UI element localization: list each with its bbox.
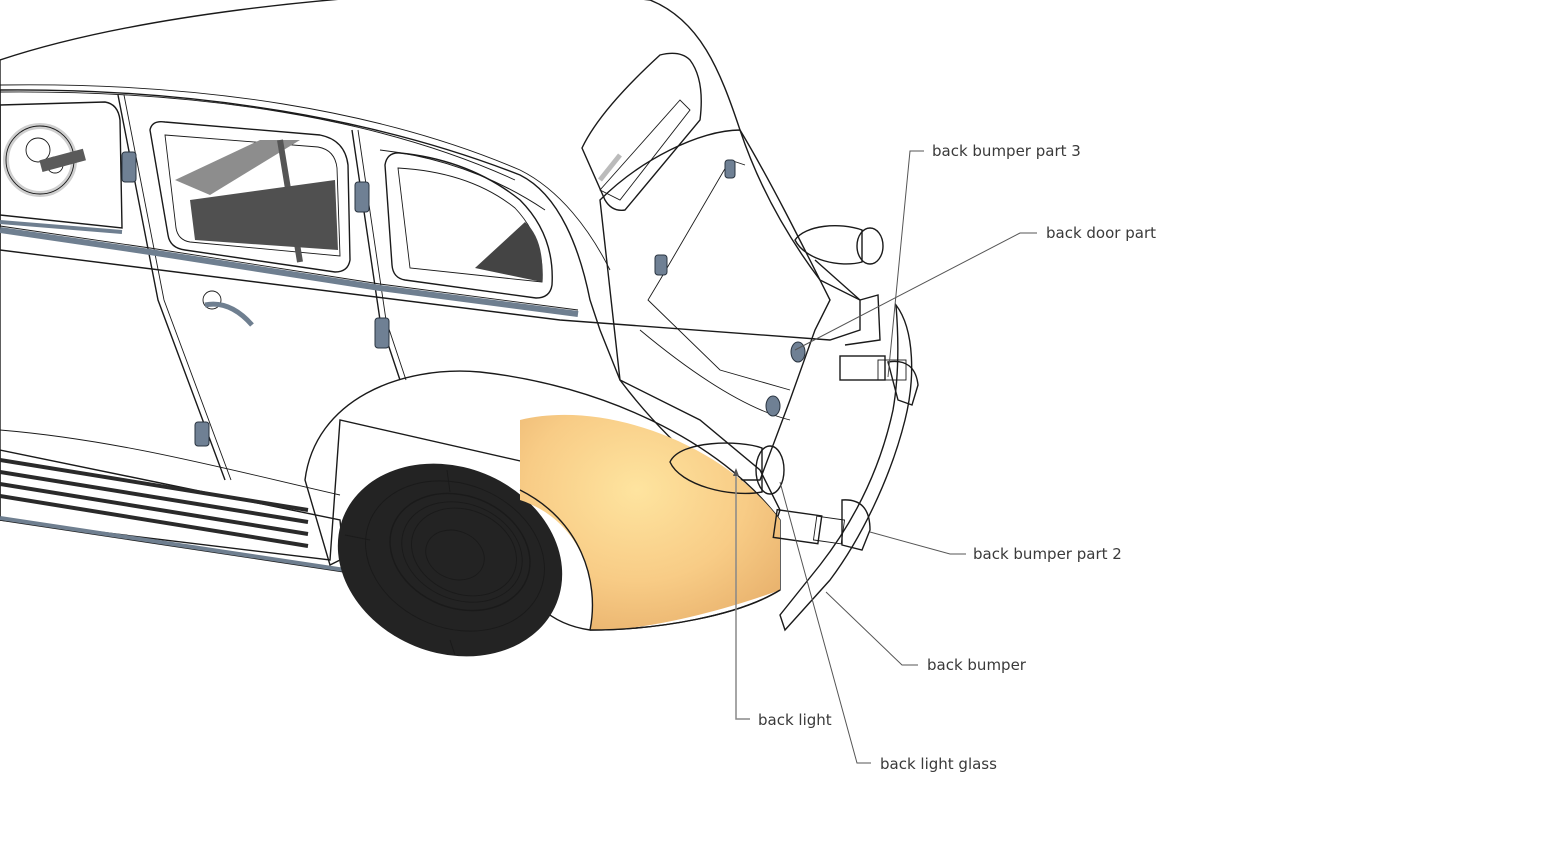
lower-taillight bbox=[669, 442, 785, 495]
car-side-body bbox=[0, 89, 781, 561]
whitewall bbox=[365, 480, 545, 632]
front-window bbox=[0, 101, 123, 234]
hinge-icon bbox=[374, 317, 390, 349]
bumper-clamp-lower bbox=[841, 499, 871, 551]
trunk-latches bbox=[654, 159, 806, 417]
leader-back-door-part bbox=[794, 232, 1037, 351]
latch-icon bbox=[790, 341, 806, 363]
car-roof bbox=[0, 0, 861, 341]
door-hinges bbox=[121, 151, 390, 447]
back-bumper-bar bbox=[779, 302, 919, 632]
upper-taillight bbox=[794, 225, 884, 346]
lens bbox=[755, 445, 785, 495]
callout-back-bumper: back bumper bbox=[927, 656, 1026, 674]
leader-back-bumper bbox=[825, 591, 918, 666]
bumper-clamp-upper bbox=[887, 360, 919, 406]
leader-back-bumper-part-2 bbox=[869, 531, 966, 555]
hubcap bbox=[389, 492, 531, 612]
callout-back-door-part: back door part bbox=[1046, 224, 1156, 242]
callout-back-bumper-part-3: back bumper part 3 bbox=[932, 142, 1081, 160]
quarter-window bbox=[379, 149, 553, 299]
latch-icon bbox=[724, 159, 736, 179]
leader-back-bumper-part-3 bbox=[887, 150, 924, 378]
bumper-mounts bbox=[772, 355, 907, 545]
lens bbox=[856, 227, 884, 265]
running-board bbox=[0, 449, 346, 573]
latch-icon bbox=[765, 395, 781, 417]
leader-lines bbox=[733, 150, 1037, 764]
hinge-icon bbox=[354, 181, 370, 213]
leader-back-light-glass bbox=[779, 481, 871, 764]
door-handle bbox=[202, 290, 254, 327]
hinge-icon bbox=[121, 151, 137, 183]
arrow-icon bbox=[733, 468, 739, 476]
leader-back-light bbox=[735, 470, 750, 720]
callout-back-light-glass: back light glass bbox=[880, 755, 997, 773]
rear-window bbox=[581, 52, 702, 211]
hinge-icon bbox=[194, 421, 210, 447]
tire bbox=[337, 463, 563, 657]
rear-door-window bbox=[149, 120, 351, 273]
callout-back-light: back light bbox=[758, 711, 832, 729]
latch-icon bbox=[654, 254, 668, 276]
rear-wheel bbox=[337, 414, 781, 657]
callout-back-bumper-part-2: back bumper part 2 bbox=[973, 545, 1122, 563]
